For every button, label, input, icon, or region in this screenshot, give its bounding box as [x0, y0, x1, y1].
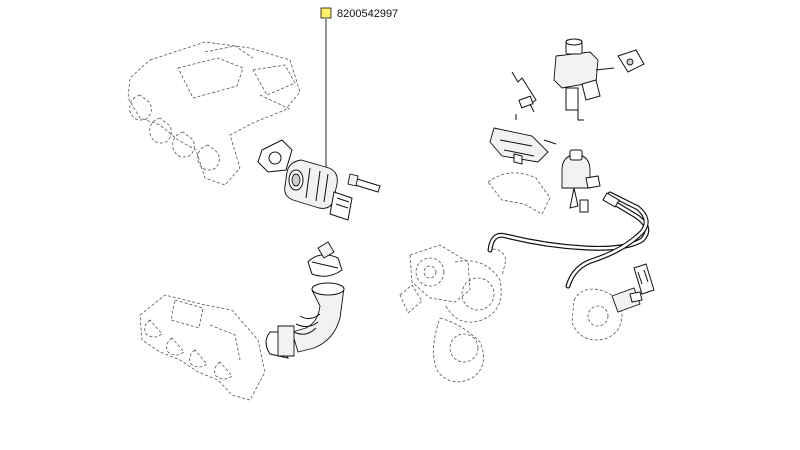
actuator-body — [571, 288, 623, 341]
callout-marker[interactable] — [320, 7, 332, 19]
egr-valve-assembly[interactable] — [257, 139, 381, 221]
vacuum-hose-main — [487, 201, 650, 253]
wastegate-actuator[interactable] — [571, 263, 655, 341]
turbocharger-ghost — [399, 244, 507, 383]
intake-manifold-ghost — [127, 41, 301, 186]
solenoid-bracket — [511, 71, 537, 113]
vacuum-solenoid-lower[interactable] — [487, 114, 601, 215]
pipe-clamp-upper — [307, 254, 343, 277]
egr-pipe-assembly[interactable] — [265, 241, 345, 359]
actuator-bracket — [633, 263, 655, 295]
solenoid-mount — [489, 127, 549, 163]
vacuum-hoses[interactable] — [487, 191, 650, 289]
vacuum-solenoid-assembly[interactable] — [511, 38, 645, 121]
callout-part-number[interactable]: 8200542997 — [337, 8, 398, 20]
exhaust-manifold-ghost — [139, 294, 266, 401]
part-callout[interactable]: 8200542997 — [320, 7, 398, 170]
